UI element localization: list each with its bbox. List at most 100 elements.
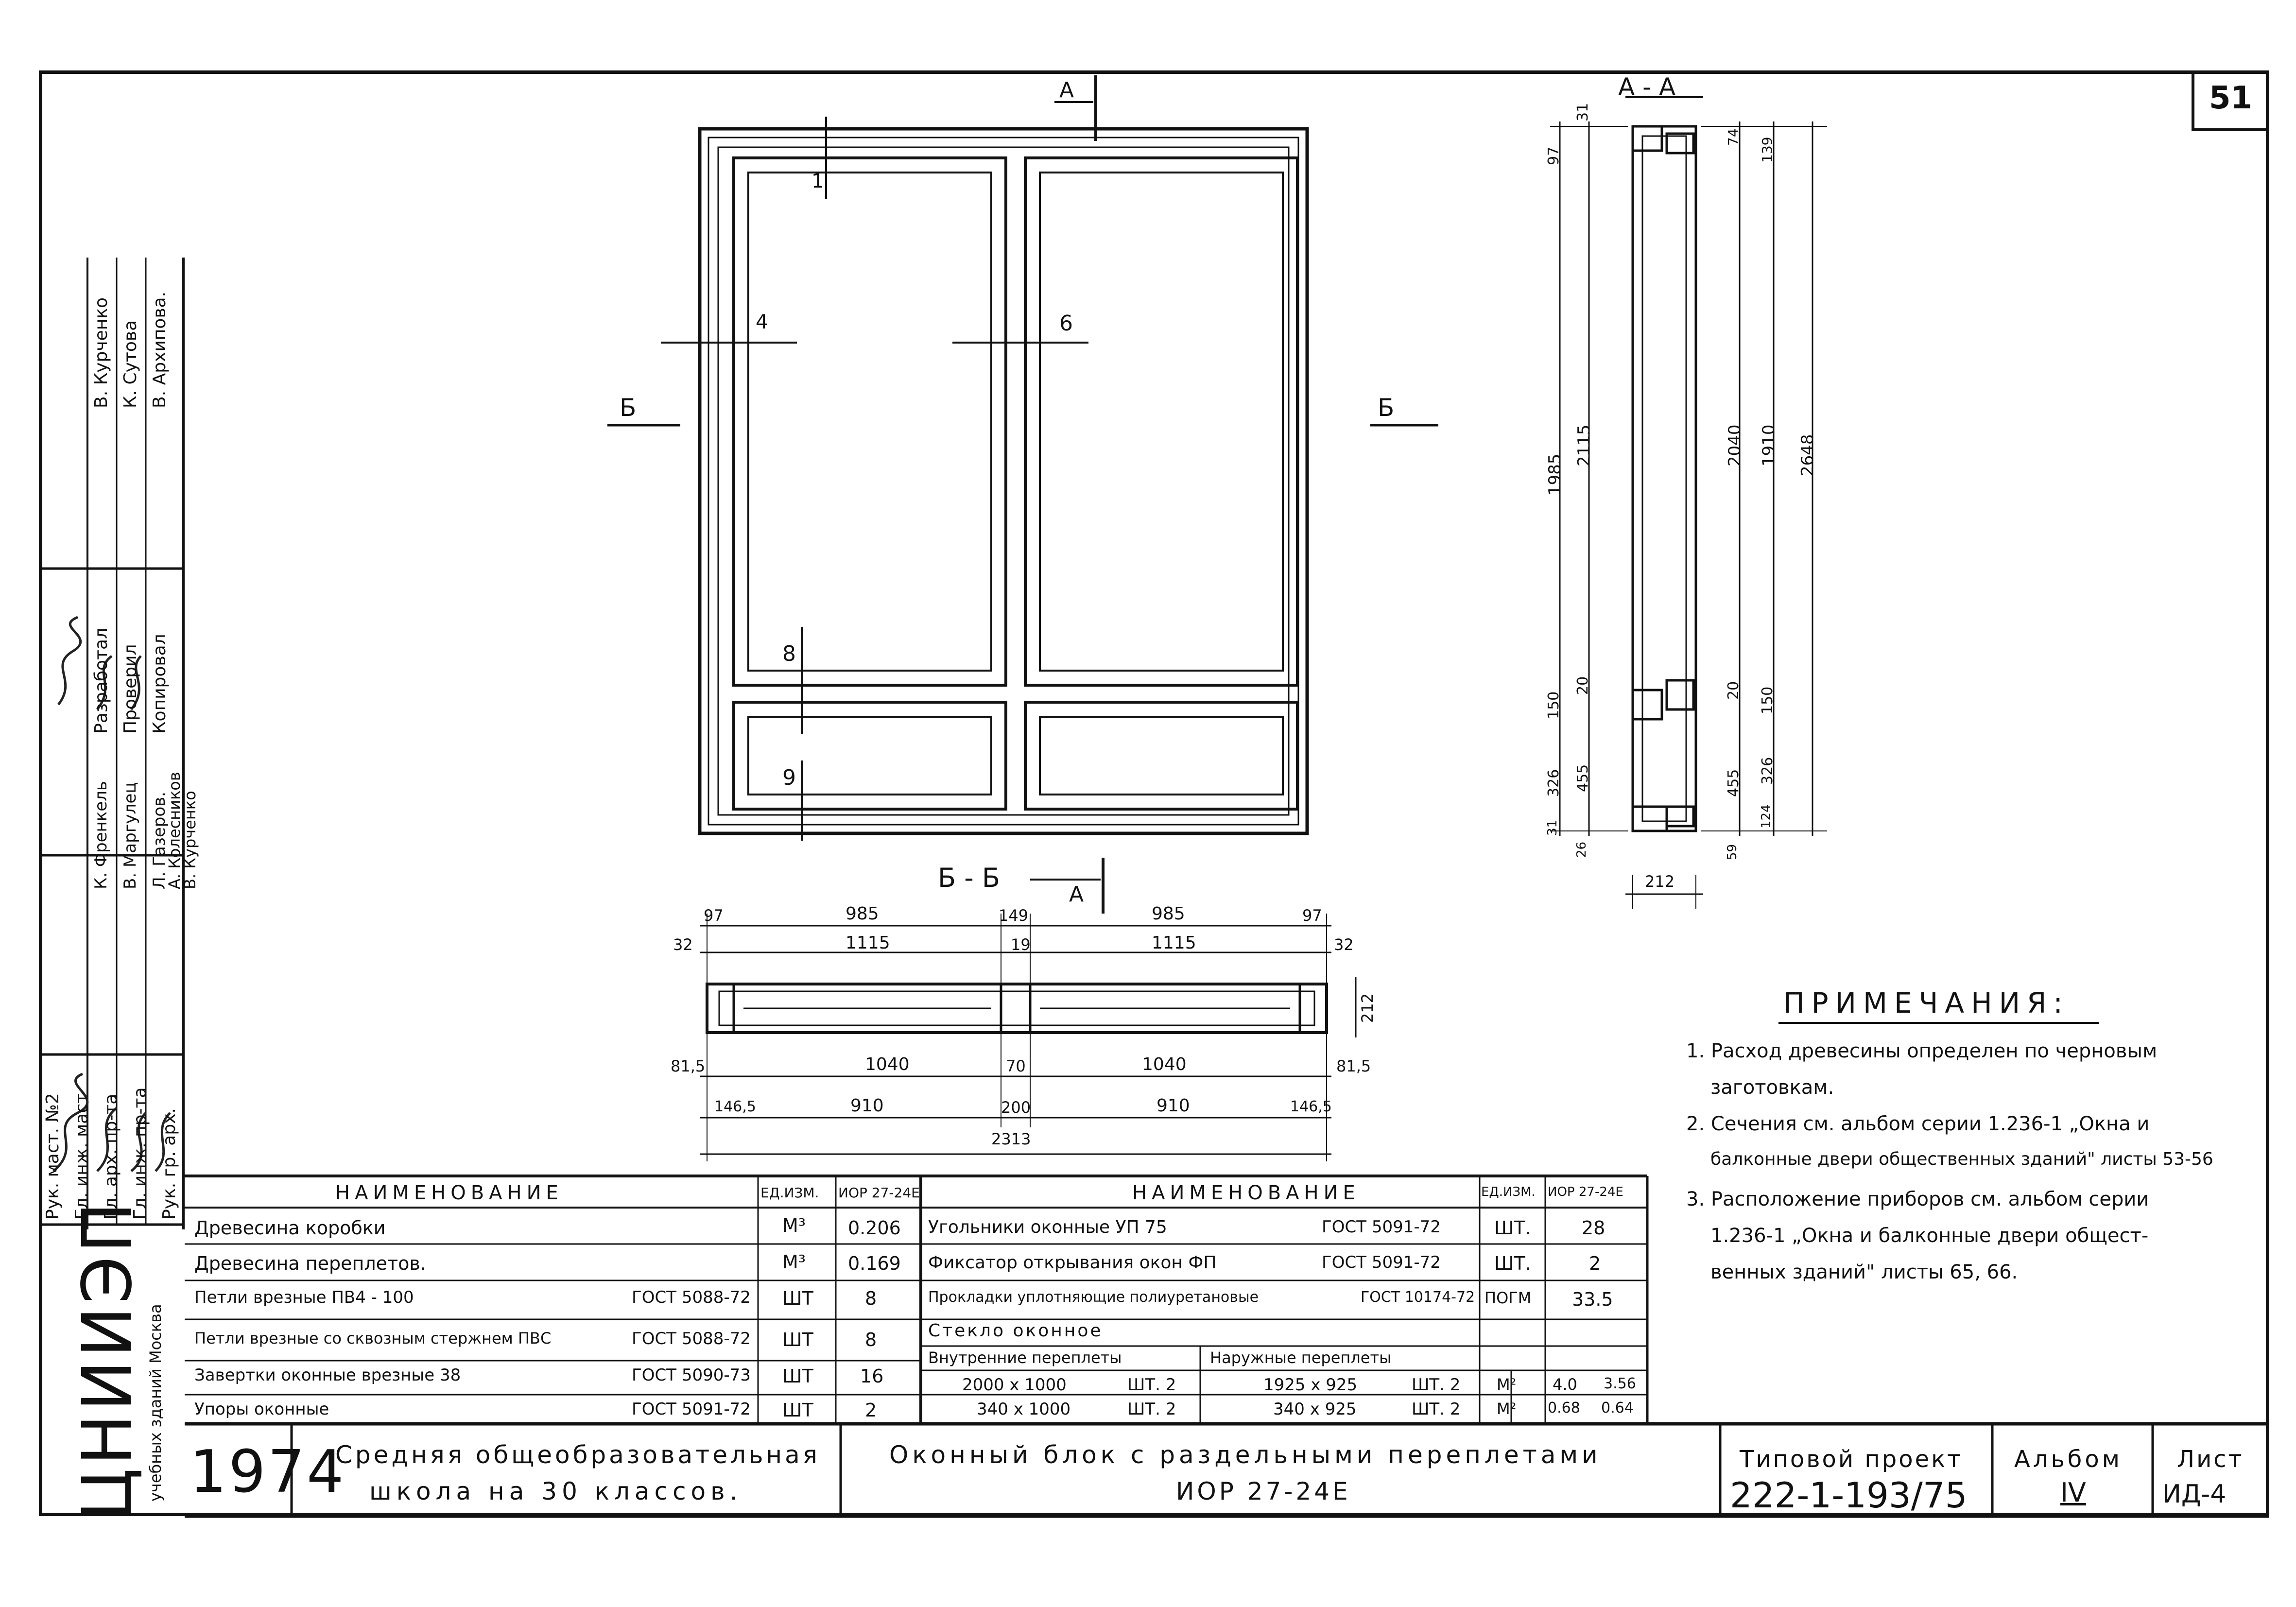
sect-right-dim-3: 2040 — [1725, 424, 1744, 467]
spec-right-header-qty: ИОР 27-24Е — [1548, 1185, 1623, 1199]
school-line-2: школа на 30 классов. — [369, 1477, 742, 1505]
note-line-3: 2. Сечения см. альбом серии 1.236-1 „Окн… — [1686, 1113, 2150, 1135]
sect-left-dim-3: 1985 — [1545, 453, 1565, 496]
spec-left-header-qty: ИОР 27-24Е — [838, 1185, 920, 1201]
project-number: 222-1-193/75 — [1730, 1475, 1968, 1516]
glass-row-2-inner: 340 х 1000 — [977, 1400, 1071, 1419]
plan-dim-bot-4: 1040 — [1142, 1054, 1187, 1074]
callout-1: 1 — [811, 170, 824, 192]
sheet-number: 51 — [2209, 80, 2253, 116]
section-aa — [1550, 96, 1827, 909]
spec-left-row-6-gost: ГОСТ 5091-72 — [632, 1400, 751, 1419]
sect-right-dim-9: 326 — [1759, 757, 1776, 785]
spec-left-row-6-unit: ШТ — [782, 1400, 813, 1421]
plan-dim-top-3: 149 — [999, 906, 1029, 925]
glass-row-1-outer: 1925 х 925 — [1263, 1375, 1358, 1395]
sect-right-dim-2: 139 — [1759, 137, 1775, 163]
spec-left-row-1-qty: 0.206 — [848, 1217, 901, 1239]
plan-dim-top-2: 985 — [846, 904, 879, 924]
glass-row-2-inner-qty: ШТ. 2 — [1127, 1400, 1176, 1419]
sect-bottom-dim: 212 — [1645, 872, 1675, 891]
section-bb — [700, 914, 1357, 1161]
glass-row-1-v2: 3.56 — [1604, 1375, 1636, 1392]
glass-row-1-inner-qty: ШТ. 2 — [1127, 1375, 1176, 1395]
glass-outer-header: Наружные переплеты — [1210, 1348, 1392, 1367]
spec-left-row-6-qty: 2 — [865, 1400, 877, 1421]
sect-left-dim-5: 150 — [1545, 691, 1562, 719]
mark-a-bottom: А — [1069, 882, 1084, 907]
spec-table-frame — [185, 1175, 2269, 1518]
plan-dim-top2-4: 1115 — [1152, 933, 1196, 953]
spec-left-row-5-name: Завертки оконные врезные 38 — [194, 1365, 461, 1385]
plan-dim-bot-5: 81,5 — [1336, 1057, 1371, 1075]
plan-dim-bot2-5: 146,5 — [1290, 1098, 1332, 1115]
spec-left-row-4-gost: ГОСТ 5088-72 — [632, 1329, 751, 1348]
spec-right-row-3-name: Прокладки уплотняющие полиуретановые — [928, 1289, 1259, 1306]
note-line-5: 3. Расположение приборов см. альбом сери… — [1686, 1188, 2149, 1210]
callout-6: 6 — [1059, 311, 1073, 336]
callout-9: 9 — [782, 765, 796, 790]
sheet-number-box: 51 — [2192, 70, 2269, 131]
spec-left-row-2-qty: 0.169 — [848, 1253, 901, 1274]
glass-inner-header: Внутренние переплеты — [928, 1348, 1122, 1367]
spec-right-row-3-unit: ПОГМ — [1485, 1289, 1532, 1307]
stamp-grid — [39, 258, 185, 1229]
spec-left-row-5-qty: 16 — [860, 1365, 884, 1387]
sect-left-dim-9: 31 — [1545, 819, 1560, 836]
glass-row-2-outer: 340 х 925 — [1273, 1400, 1357, 1419]
spec-left-header-name: НАИМЕНОВАНИЕ — [335, 1182, 563, 1204]
spec-left-row-2-name: Древесина переплетов. — [194, 1253, 426, 1274]
sect-left-dim-6: 20 — [1574, 676, 1591, 695]
plan-dim-top2-5: 32 — [1334, 935, 1354, 954]
sect-right-dim-11: 59 — [1725, 844, 1740, 860]
signature-2 — [52, 1072, 171, 1172]
callout-8: 8 — [782, 641, 796, 666]
sheet-value: ИД-4 — [2162, 1480, 2227, 1509]
mark-b-left: Б — [620, 394, 637, 422]
spec-right-header-unit: ЕД.ИЗМ. — [1481, 1185, 1536, 1199]
glass-row-1-inner: 2000 х 1000 — [962, 1375, 1067, 1395]
spec-left-header-unit: ЕД.ИЗМ. — [760, 1185, 819, 1201]
doc-title-line-1: Оконный блок с раздельными переплетами — [889, 1441, 1602, 1469]
spec-right-row-2-gost: ГОСТ 5091-72 — [1322, 1253, 1441, 1272]
callout-4: 4 — [756, 311, 768, 333]
spec-left-row-4-qty: 8 — [865, 1329, 877, 1350]
sect-left-dim-1: 97 — [1545, 146, 1562, 165]
spec-right-row-1-unit: ШТ. — [1494, 1217, 1531, 1239]
plan-dim-bot2-1: 146,5 — [714, 1098, 756, 1115]
plan-dim-bot2-4: 910 — [1157, 1096, 1190, 1116]
spec-left-row-1-name: Древесина коробки — [194, 1217, 386, 1239]
sect-right-dim-7: 150 — [1759, 686, 1776, 714]
spec-left-row-4-unit: ШТ — [782, 1329, 813, 1350]
glass-row-2-unit: М² — [1497, 1400, 1517, 1418]
spec-left-row-2-unit: М³ — [782, 1251, 806, 1273]
sect-right-dim-8: 455 — [1725, 769, 1742, 797]
plan-dim-top2-1: 32 — [673, 935, 693, 954]
spec-left-row-5-unit: ШТ — [782, 1365, 813, 1387]
plan-dim-top-5: 97 — [1302, 906, 1322, 925]
project-label: Типовой проект — [1740, 1446, 1963, 1473]
plan-dim-top-1: 97 — [704, 906, 724, 925]
section-aa-title: А - А — [1618, 73, 1676, 101]
album-label: Альбом — [2014, 1446, 2123, 1473]
plan-dim-bot-2: 1040 — [865, 1054, 910, 1074]
plan-dim-top2-2: 1115 — [846, 933, 890, 953]
spec-left-row-3-gost: ГОСТ 5088-72 — [632, 1288, 751, 1307]
mark-a-top: А — [1059, 78, 1074, 103]
glass-row-2-v1: 0.68 — [1548, 1400, 1580, 1417]
sect-left-dim-8: 455 — [1574, 764, 1591, 792]
plan-total: 2313 — [991, 1130, 1031, 1148]
glass-title: Стекло оконное — [928, 1321, 1103, 1341]
note-line-7: венных зданий" листы 65, 66. — [1710, 1261, 2018, 1283]
glass-row-2-outer-qty: ШТ. 2 — [1412, 1400, 1461, 1419]
note-line-2: заготовкам. — [1710, 1076, 1834, 1099]
spec-right-row-3-qty: 33.5 — [1572, 1289, 1613, 1310]
title-year: 1974 — [190, 1438, 346, 1506]
spec-right-row-1-gost: ГОСТ 5091-72 — [1322, 1217, 1441, 1237]
sect-left-dim-7: 326 — [1545, 769, 1562, 797]
signature-1 — [57, 616, 142, 710]
front-elevation — [607, 75, 1438, 914]
glass-row-1-v1: 4.0 — [1553, 1375, 1577, 1394]
sect-left-dim-2: 31 — [1574, 103, 1591, 121]
